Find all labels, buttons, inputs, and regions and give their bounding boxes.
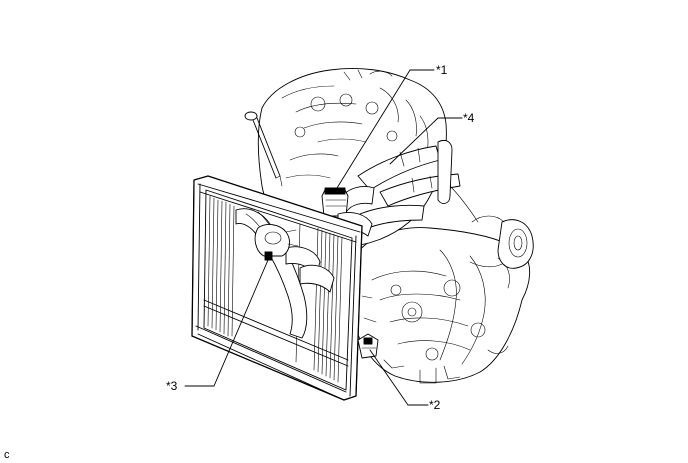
callout-label-4: *4	[463, 111, 475, 125]
callout-label-2: *2	[429, 398, 441, 412]
callout-label-1: *1	[436, 63, 448, 77]
leader-line-4b	[389, 117, 439, 165]
leader-line-1b	[336, 69, 411, 189]
leader-line-2b	[369, 349, 409, 406]
corner-mark: c	[4, 449, 10, 461]
leader-line-3b	[213, 259, 269, 387]
upper-hose-assembly	[339, 139, 479, 229]
dipstick	[244, 111, 283, 187]
drain-fitting	[254, 224, 299, 261]
drain-plug	[357, 333, 379, 359]
drive-shaft-flange	[469, 215, 534, 269]
leader-lines	[184, 69, 463, 406]
radiator	[191, 175, 363, 401]
callout-label-3: *3	[166, 379, 178, 393]
engine-head	[257, 68, 447, 247]
